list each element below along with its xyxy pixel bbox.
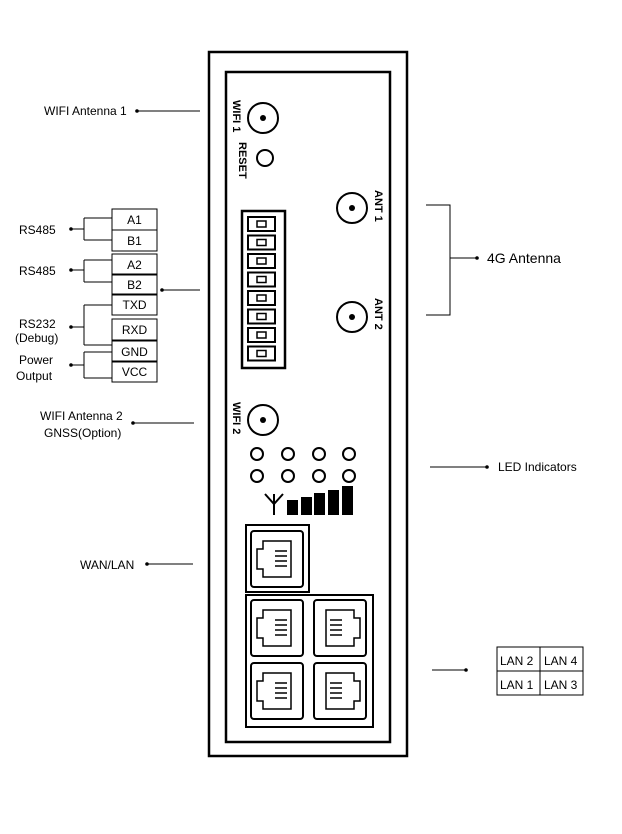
wan-lan-port-frame (245, 524, 310, 593)
lan-port-block (245, 594, 374, 728)
terminal-pin (247, 234, 276, 251)
4g-antenna-label: 4G Antenna (487, 250, 561, 266)
ant2-connector (336, 301, 368, 333)
terminal-pin (247, 345, 276, 362)
led-indicator (250, 447, 264, 461)
led-indicator (312, 469, 326, 483)
led-indicator (312, 447, 326, 461)
reset-label: RESET (236, 142, 248, 179)
led-indicator (281, 447, 295, 461)
terminal-pin (247, 216, 276, 232)
lan-table-cell: LAN 3 (544, 678, 578, 692)
pin-table-cell (111, 318, 158, 341)
pin-table-cell (111, 253, 158, 276)
power-label: Power (19, 353, 53, 367)
terminal-pin (247, 290, 276, 306)
lan-ports (250, 599, 367, 720)
pin-table-cell (111, 360, 158, 383)
lan-table-cell: LAN 1 (500, 678, 534, 692)
pin-label: RXD (122, 323, 148, 337)
rs485-a-label: RS485 (19, 223, 56, 237)
ant1-label: ANT 1 (372, 190, 384, 222)
wifi2-label: WIFI 2 (230, 402, 242, 434)
terminal-pin (247, 308, 276, 325)
signal-antenna-icon (264, 493, 284, 515)
led-indicator (250, 469, 264, 483)
wifi1-label: WIFI 1 (230, 100, 242, 132)
wifi1-connector (247, 102, 279, 134)
led-grid (250, 447, 356, 483)
wifi2-connector (247, 404, 279, 436)
pin-label: TXD (123, 298, 147, 312)
rs232-sub-label: (Debug) (15, 331, 58, 345)
lan-table-cell: LAN 2 (500, 654, 534, 668)
signal-bars-icon (287, 486, 353, 515)
pin-label: A2 (127, 258, 142, 272)
pin-label: GND (121, 345, 148, 359)
led-indicator (342, 469, 356, 483)
terminal-pin (247, 271, 276, 288)
power-sub-label: Output (16, 369, 53, 383)
pin-label: B1 (127, 234, 142, 248)
pin-table-cell (111, 273, 158, 296)
led-indicator (342, 447, 356, 461)
terminal-pin (247, 327, 276, 343)
ant1-connector (336, 192, 368, 224)
wifi-antenna-1-label: WIFI Antenna 1 (44, 104, 127, 118)
rs232-label: RS232 (19, 317, 56, 331)
wan-lan-label: WAN/LAN (80, 558, 134, 572)
led-indicators-label: LED Indicators (498, 460, 577, 474)
device-panel (224, 70, 392, 744)
lan-table-cell: LAN 4 (544, 654, 578, 668)
device-outer-frame (207, 50, 409, 758)
wifi-antenna-2-label: WIFI Antenna 2 (40, 409, 123, 423)
lan-mapping-table: LAN 2 LAN 4 LAN 1 LAN 3 (496, 646, 584, 696)
led-indicator (281, 469, 295, 483)
pin-label: A1 (127, 213, 142, 227)
rs485-b-label: RS485 (19, 264, 56, 278)
gnss-label: GNSS(Option) (44, 426, 121, 440)
wan-lan-port (250, 530, 304, 588)
pin-label: B2 (127, 278, 142, 292)
terminal-pin (247, 253, 276, 269)
reset-button[interactable] (256, 149, 274, 167)
pin-label: VCC (122, 365, 148, 379)
terminal-block (240, 209, 287, 370)
ant2-label: ANT 2 (372, 298, 384, 330)
